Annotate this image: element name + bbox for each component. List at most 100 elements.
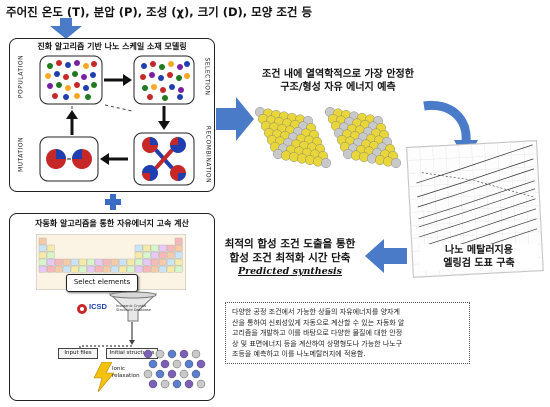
- pt-cell: [166, 265, 175, 273]
- ellingham-caption: 나노 메탈러지용 엘링검 도표 구축: [420, 244, 538, 270]
- down-arrow: [50, 18, 82, 39]
- description-box: 다양한 공정 조건에서 가능한 상들의 자유에너지를 양자계 산을 통하여 신뢰…: [225, 302, 470, 364]
- pt-cell: [166, 244, 175, 252]
- crystal-atom: [172, 379, 182, 389]
- periodic-table-graphic: [36, 234, 186, 290]
- pt-cell: [134, 244, 143, 252]
- pt-cell: [150, 265, 159, 273]
- funnel-icon: [108, 291, 158, 322]
- icsd-logo: ICSD: [76, 302, 110, 316]
- atom: [390, 158, 401, 169]
- right-arrow: [216, 97, 254, 141]
- crystal-atom: [143, 349, 153, 359]
- pt-cell: [142, 251, 151, 259]
- crystal-atom: [160, 359, 170, 369]
- crystal-atom: [179, 369, 189, 379]
- selection-label: SELECTION: [203, 57, 211, 96]
- pt-cell: [150, 244, 159, 252]
- pt-cell: [62, 265, 71, 273]
- plus-icon: [105, 194, 121, 210]
- pt-cell: [158, 251, 167, 259]
- synthesis-title-line2: 합성 조건 최적화 시간 단축: [229, 252, 351, 264]
- pt-cell: [174, 251, 183, 259]
- crystal-atom: [148, 359, 158, 369]
- crystal-atom: [196, 359, 206, 369]
- pt-cell: [70, 265, 79, 273]
- icsd-subtitle: Inorganic Crystal Structure Database: [116, 304, 152, 313]
- ionic-relaxation-label: Ionic relaxation: [112, 366, 140, 379]
- prediction-title-line1: 조건 내에 열역학적으로 가장 안정한: [262, 69, 414, 80]
- crystal-atom: [179, 349, 189, 359]
- atom: [320, 158, 331, 169]
- pt-cell: [158, 244, 167, 252]
- nanoparticle-yellow: [254, 106, 331, 169]
- pt-cell: [174, 265, 183, 273]
- crystal-atom: [160, 379, 170, 389]
- recombination-label: RECOMBINATION: [204, 125, 212, 184]
- crystal-atom: [184, 359, 194, 369]
- ellingham-line: [419, 198, 536, 238]
- pt-cell: [142, 244, 151, 252]
- ga-cycle-diagram: [39, 55, 195, 186]
- crystal-atom: [191, 349, 201, 359]
- pt-cell: [94, 258, 103, 266]
- pt-cell: [54, 258, 63, 266]
- crystal-atom: [155, 349, 165, 359]
- pt-cell: [94, 265, 103, 273]
- selection-dots: [140, 61, 190, 101]
- pt-cell: [86, 265, 95, 273]
- pt-cell: [174, 258, 183, 266]
- population-dots: [45, 60, 97, 100]
- pt-cell: [62, 258, 71, 266]
- pt-cell: [174, 244, 183, 252]
- synthesis-title-line1: 최적의 합성 조건 도출을 통한: [224, 238, 356, 250]
- pt-cell: [102, 265, 111, 273]
- crystal-structures: [143, 349, 206, 389]
- pt-cell: [134, 258, 143, 266]
- pt-cell: [46, 244, 55, 252]
- lightning-icon: [93, 362, 115, 392]
- crystal-atom: [172, 359, 182, 369]
- ellingham-caption-line1: 나노 메탈러지용: [445, 245, 513, 256]
- ellingham-line: [418, 188, 536, 228]
- pt-cell: [38, 244, 47, 252]
- pt-cell: [110, 265, 119, 273]
- pt-cell: [150, 258, 159, 266]
- pt-cell: [38, 251, 47, 259]
- pt-cell: [78, 258, 87, 266]
- description-line2: 산을 통하여 신뢰성있게 자동으로 계산할 수 있는 자동화 알: [232, 318, 405, 327]
- nanoparticle-mixed: [324, 106, 401, 169]
- synthesis-title: 최적의 합성 조건 도출을 통한 합성 조건 최적화 시간 단축 Predict…: [215, 237, 365, 279]
- pt-cell: [142, 258, 151, 266]
- ellingham-line: [417, 158, 534, 198]
- ellingham-line: [417, 168, 535, 208]
- synthesis-subtitle: Predicted synthesis: [237, 266, 343, 277]
- mutation-label: MUTATION: [17, 136, 25, 173]
- prediction-title: 조건 내에 열역학적으로 가장 안정한 구조/형성 자유 에너지 예측: [238, 68, 438, 94]
- pt-cell: [102, 258, 111, 266]
- energy-panel: 자동화 알고리즘을 통한 자유에너지 고속 계산 Select elements…: [9, 213, 215, 401]
- pt-cell: [150, 251, 159, 259]
- pt-cell: [174, 237, 183, 245]
- ga-panel-title: 진화 알고리즘 기반 나노 스케일 소재 모델링: [37, 42, 187, 51]
- left-arrow: [365, 239, 407, 273]
- pt-cell: [118, 258, 127, 266]
- pt-cell: [166, 251, 175, 259]
- input-files-box: Input files: [58, 348, 98, 359]
- icsd-text: ICSD: [89, 302, 107, 311]
- pt-cell: [118, 265, 127, 273]
- energy-panel-title: 자동화 알고리즘을 통한 자유에너지 고속 계산: [35, 219, 189, 228]
- pt-cell: [142, 265, 151, 273]
- pt-cell: [46, 265, 55, 273]
- crystal-atom: [191, 369, 201, 379]
- pt-cell: [38, 237, 47, 245]
- pt-cell: [166, 258, 175, 266]
- pt-cell: [78, 265, 87, 273]
- pt-cell: [134, 265, 143, 273]
- description-line3: 고리즘을 개발하고 이를 바탕으로 다양한 물질에 대한 안정: [232, 329, 403, 337]
- crystal-atom: [148, 379, 158, 389]
- pt-cell: [70, 258, 79, 266]
- description-line5: 조등을 예측하고 이를 나노메탈러지에 적용함.: [232, 350, 366, 358]
- crystal-atom: [196, 379, 206, 389]
- pt-cell: [86, 258, 95, 266]
